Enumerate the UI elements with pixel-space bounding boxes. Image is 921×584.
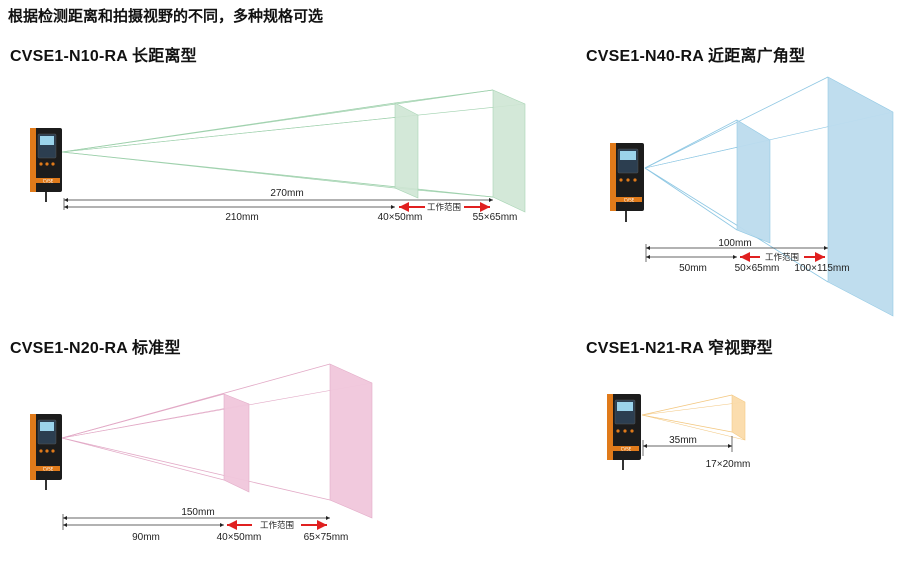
dimension-lines-n40 [645, 244, 828, 262]
sensor-n21: CVSE [607, 394, 641, 470]
dim-near-n10: 210mm [225, 212, 258, 223]
fov-cone-n21 [641, 394, 746, 441]
fov-far-n40: 100×115mm [794, 263, 849, 274]
fov-cone-n10 [61, 89, 526, 213]
dimension-lines-n10 [63, 197, 493, 212]
dim-distance-n21: 35mm [669, 435, 697, 446]
range-label-n40: 工作范围 [765, 252, 799, 263]
fov-near-n40: 50×65mm [735, 263, 780, 274]
fov-far-n20: 65×75mm [304, 532, 349, 543]
page-title: 根据检测距离和拍摄视野的不同，多种规格可选 [8, 8, 324, 25]
fov-far-n10: 55×65mm [473, 212, 518, 223]
sensor-badge: CVSE [624, 197, 635, 202]
fov-cone-n20 [61, 363, 373, 519]
sensor-badge: CVSE [43, 466, 54, 471]
diagram-n40: CVSE 100mm 50mm 工作范围 50×65mm 100×115mm [610, 76, 894, 317]
dimension-lines-n20 [62, 514, 330, 530]
dim-total-n20: 150mm [181, 507, 214, 518]
sensor-n20: CVSE [30, 414, 62, 490]
dim-near-n20: 90mm [132, 532, 160, 543]
range-label-n10: 工作范围 [427, 202, 461, 213]
diagram-n10: CVSE 270mm 210mm 工作范围 40×50mm 55×65mm [30, 89, 526, 223]
fov-near-n20: 40×50mm [217, 532, 262, 543]
range-label-n20: 工作范围 [260, 520, 294, 531]
sensor-n10: CVSE [30, 128, 62, 202]
dim-near-n40: 50mm [679, 263, 707, 274]
dim-total-n40: 100mm [718, 238, 751, 249]
fov-cone-n40 [644, 76, 894, 317]
diagram-n20: CVSE 150mm 90mm 工作范围 40×50mm 65×75mm [30, 363, 373, 543]
fov-n21: 17×20mm [706, 459, 751, 470]
dimension-lines-n21 [642, 436, 733, 456]
model-title-n40: CVSE1-N40-RA 近距离广角型 [586, 48, 806, 65]
model-title-n20: CVSE1-N20-RA 标准型 [10, 340, 181, 357]
sensor-n40: CVSE [610, 143, 644, 222]
fov-near-n10: 40×50mm [378, 212, 423, 223]
model-title-n21: CVSE1-N21-RA 窄视野型 [586, 340, 773, 357]
model-title-n10: CVSE1-N10-RA 长距离型 [10, 48, 197, 65]
diagram-n21: CVSE 35mm 17×20mm [607, 394, 750, 470]
dim-total-n10: 270mm [270, 188, 303, 199]
sensor-badge: CVSE [621, 446, 632, 451]
sensor-badge: CVSE [43, 178, 54, 183]
